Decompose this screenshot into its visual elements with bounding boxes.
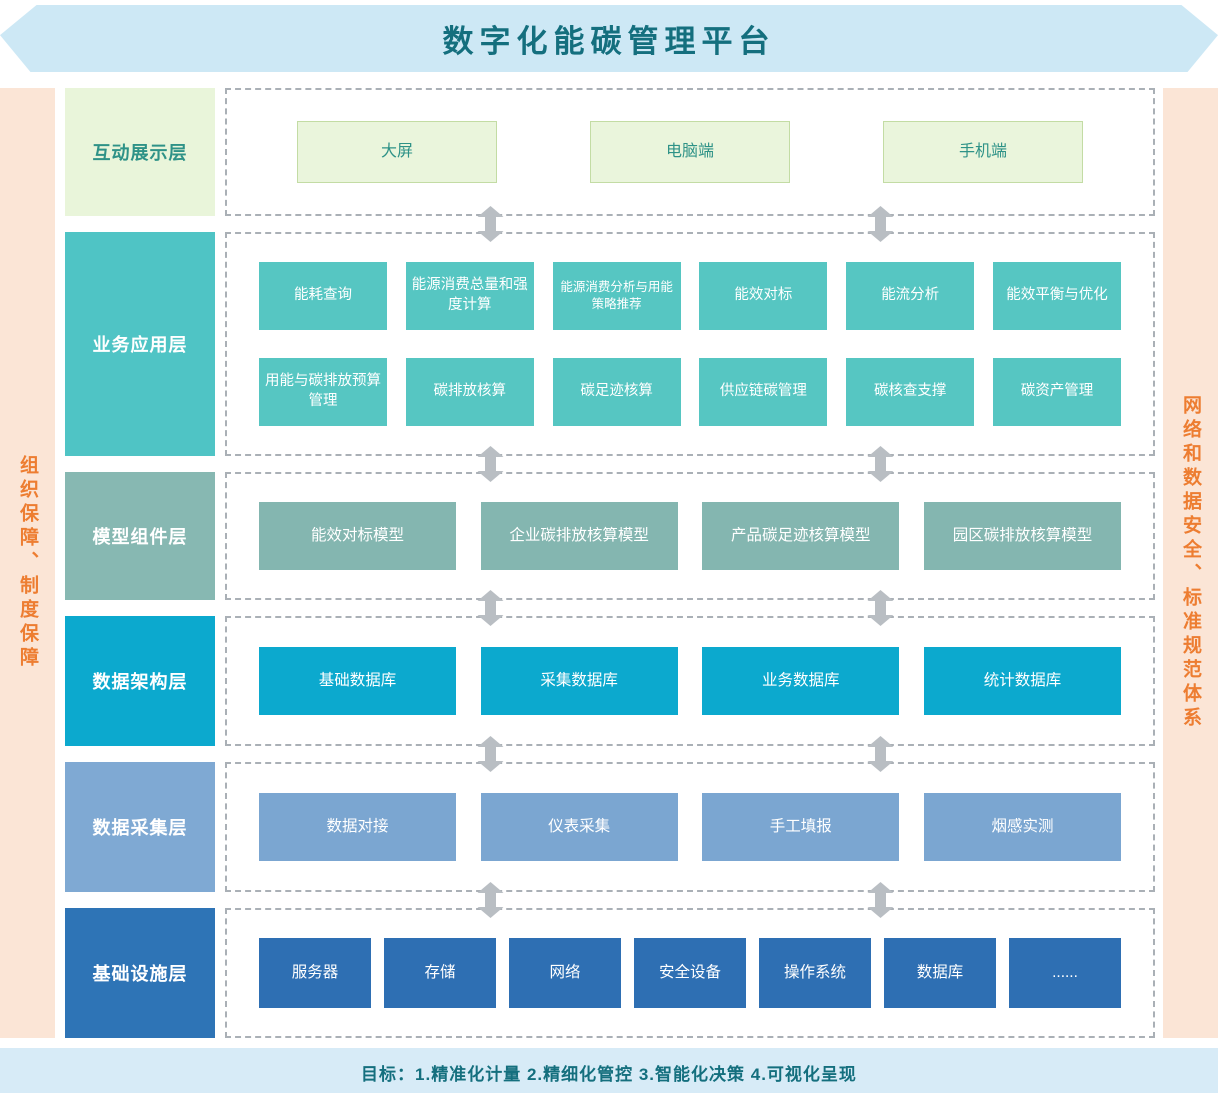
layer-gap [65, 736, 1155, 772]
layer-gap [65, 590, 1155, 626]
diagram-node: 企业碳排放核算模型 [480, 502, 678, 570]
layer-label-model-component: 模型组件层 [65, 472, 215, 600]
diagram-node: 存储 [384, 938, 496, 1008]
diagram-node: 能源消费分析与用能策略推荐 [552, 262, 681, 330]
layer-data-collection: 数据采集层 数据对接 仪表采集 手工填报 烟感实测 [65, 762, 1155, 892]
diagram-node: 能耗查询 [259, 262, 387, 330]
double-arrow-icon [867, 882, 894, 918]
layer-content-interactive-display: 大屏 电脑端 手机端 [225, 88, 1155, 216]
diagram-node: 碳资产管理 [992, 358, 1121, 426]
diagram-node: 园区碳排放核算模型 [923, 502, 1121, 570]
layer-stack: 互动展示层 大屏 电脑端 手机端 业务应用层 [65, 88, 1155, 1038]
layer-interactive-display: 互动展示层 大屏 电脑端 手机端 [65, 88, 1155, 216]
layer-gap [65, 206, 1155, 242]
diagram-node: 碳核查支撑 [846, 358, 975, 426]
diagram-node: 数据对接 [259, 793, 456, 861]
diagram-node: 手工填报 [702, 793, 900, 861]
title-banner: 数字化能碳管理平台 [0, 5, 1218, 72]
business-items: 能耗查询 能源消费总量和强度计算 能源消费分析与用能策略推荐 能效对标 能流分析… [227, 262, 1153, 426]
diagram-node: 碳足迹核算 [552, 358, 681, 426]
left-banner: 组织保障、制度保障 [0, 88, 55, 1038]
diagram-node: 仪表采集 [480, 793, 678, 861]
left-banner-text: 组织保障、制度保障 [17, 455, 38, 671]
diagram-node: 能效对标 [699, 262, 828, 330]
diagram-node: 能效平衡与优化 [992, 262, 1121, 330]
double-arrow-icon [477, 446, 504, 482]
layer-content-business-application: 能耗查询 能源消费总量和强度计算 能源消费分析与用能策略推荐 能效对标 能流分析… [225, 232, 1155, 456]
diagram-body: 组织保障、制度保障 互动展示层 大屏 电脑端 手机端 [0, 88, 1218, 1038]
collection-items: 数据对接 仪表采集 手工填报 烟感实测 [227, 793, 1153, 861]
diagram-node: 安全设备 [634, 938, 746, 1008]
diagram-node: 能源消费总量和强度计算 [405, 262, 534, 330]
diagram-node: 烟感实测 [923, 793, 1121, 861]
layer-content-data-architecture: 基础数据库 采集数据库 业务数据库 统计数据库 [225, 616, 1155, 746]
double-arrow-icon [477, 882, 504, 918]
layer-business-application: 业务应用层 能耗查询 能源消费总量和强度计算 能源消费分析与用能策略推荐 能效对… [65, 232, 1155, 456]
page-title: 数字化能碳管理平台 [442, 24, 776, 59]
layer-label-data-collection: 数据采集层 [65, 762, 215, 892]
diagram-node: 供应链碳管理 [699, 358, 828, 426]
diagram-node: 统计数据库 [923, 647, 1121, 715]
diagram-node: 大屏 [297, 121, 497, 183]
double-arrow-icon [477, 590, 504, 626]
diagram-node: 碳排放核算 [405, 358, 534, 426]
diagram-node: 网络 [509, 938, 621, 1008]
layer-content-infrastructure: 服务器 存储 网络 安全设备 操作系统 数据库 ...... [225, 908, 1155, 1038]
layer-gap [65, 882, 1155, 918]
diagram-node: 基础数据库 [259, 647, 456, 715]
diagram-node: 电脑端 [590, 121, 790, 183]
double-arrow-icon [867, 736, 894, 772]
business-items-row-1: 能耗查询 能源消费总量和强度计算 能源消费分析与用能策略推荐 能效对标 能流分析… [259, 262, 1121, 330]
layer-label-interactive-display: 互动展示层 [65, 88, 215, 216]
diagram-node: 用能与碳排放预算管理 [259, 358, 387, 426]
diagram-node: 操作系统 [759, 938, 871, 1008]
right-banner-text: 网络和数据安全、标准规范体系 [1180, 395, 1201, 731]
diagram-node: ...... [1009, 938, 1121, 1008]
layer-content-model-component: 能效对标模型 企业碳排放核算模型 产品碳足迹核算模型 园区碳排放核算模型 [225, 472, 1155, 600]
double-arrow-icon [477, 206, 504, 242]
diagram-node: 业务数据库 [702, 647, 900, 715]
database-items: 基础数据库 采集数据库 业务数据库 统计数据库 [227, 647, 1153, 715]
right-banner: 网络和数据安全、标准规范体系 [1163, 88, 1218, 1038]
layer-infrastructure: 基础设施层 服务器 存储 网络 安全设备 操作系统 数据库 ...... [65, 908, 1155, 1038]
layer-label-business-application: 业务应用层 [65, 232, 215, 456]
double-arrow-icon [867, 590, 894, 626]
business-items-row-2: 用能与碳排放预算管理 碳排放核算 碳足迹核算 供应链碳管理 碳核查支撑 碳资产管… [259, 358, 1121, 426]
double-arrow-icon [477, 736, 504, 772]
layer-label-data-architecture: 数据架构层 [65, 616, 215, 746]
infrastructure-items: 服务器 存储 网络 安全设备 操作系统 数据库 ...... [227, 938, 1153, 1008]
double-arrow-icon [867, 446, 894, 482]
layer-gap [65, 446, 1155, 482]
diagram-node: 数据库 [884, 938, 996, 1008]
diagram-node: 产品碳足迹核算模型 [702, 502, 900, 570]
model-items: 能效对标模型 企业碳排放核算模型 产品碳足迹核算模型 园区碳排放核算模型 [227, 502, 1153, 570]
diagram-node: 采集数据库 [480, 647, 678, 715]
layer-data-architecture: 数据架构层 基础数据库 采集数据库 业务数据库 统计数据库 [65, 616, 1155, 746]
display-items: 大屏 电脑端 手机端 [227, 121, 1153, 183]
layer-model-component: 模型组件层 能效对标模型 企业碳排放核算模型 产品碳足迹核算模型 园区碳排放核算… [65, 472, 1155, 600]
layer-label-infrastructure: 基础设施层 [65, 908, 215, 1038]
layer-content-data-collection: 数据对接 仪表采集 手工填报 烟感实测 [225, 762, 1155, 892]
goal-banner: 目标：1.精准化计量 2.精细化管控 3.智能化决策 4.可视化呈现 [0, 1048, 1218, 1093]
goal-text: 目标：1.精准化计量 2.精细化管控 3.智能化决策 4.可视化呈现 [361, 1064, 857, 1084]
diagram-node: 手机端 [883, 121, 1083, 183]
double-arrow-icon [867, 206, 894, 242]
diagram-node: 能流分析 [846, 262, 975, 330]
diagram-node: 能效对标模型 [259, 502, 456, 570]
diagram-node: 服务器 [259, 938, 371, 1008]
